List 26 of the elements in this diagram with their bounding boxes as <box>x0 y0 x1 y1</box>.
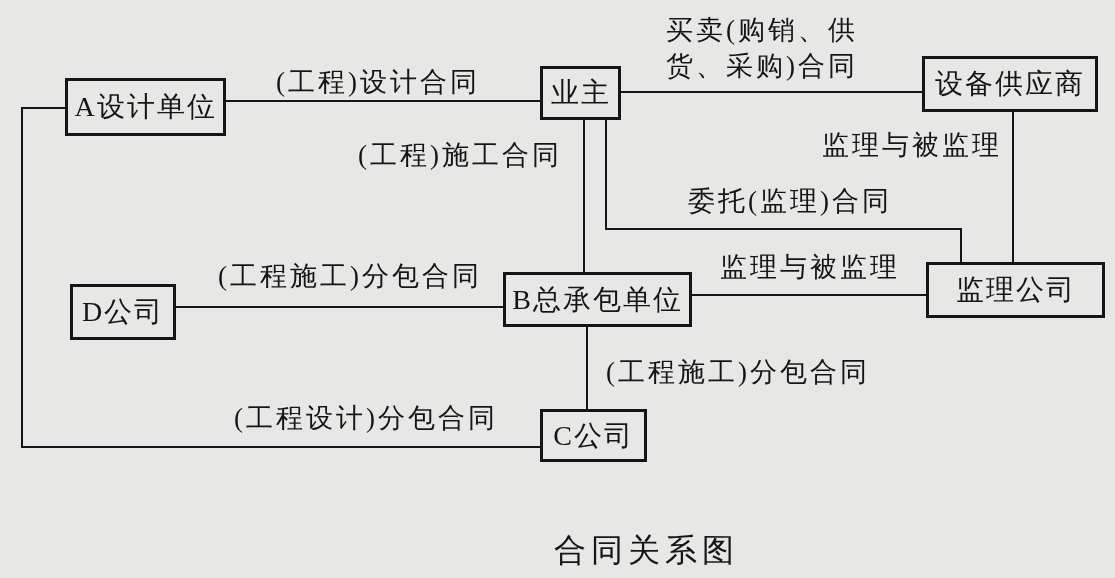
entity-box: 监理公司 <box>926 262 1105 318</box>
edge-label: 监理与被监理 <box>720 251 900 284</box>
edge-label: 监理与被监理 <box>822 129 1002 162</box>
edge-label: (工程设计)分包合同 <box>234 402 498 435</box>
connector-line <box>583 119 585 273</box>
connector-line <box>586 326 588 410</box>
connector-line <box>691 294 927 296</box>
connector-line <box>1012 111 1014 263</box>
edge-label: (工程施工)分包合同 <box>606 356 870 389</box>
connector-line <box>620 91 923 93</box>
edge-label: (工程)设计合同 <box>276 66 480 99</box>
edge-label: 买卖(购销、供货、采购)合同 <box>666 14 859 83</box>
caption: 合同关系图 <box>553 531 739 570</box>
entity-box: 设备供应商 <box>922 56 1098 112</box>
edge-label: (工程施工)分包合同 <box>218 260 482 293</box>
connector-line <box>21 107 541 448</box>
entity-box: 业主 <box>540 66 621 120</box>
edge-label: 委托(监理)合同 <box>688 185 892 218</box>
entity-box: D公司 <box>70 284 176 340</box>
connector-line <box>175 306 504 308</box>
entity-box: B总承包单位 <box>503 272 692 327</box>
entity-box: A设计单位 <box>65 78 226 136</box>
connector-line <box>225 100 541 102</box>
edge-label: (工程)施工合同 <box>358 139 562 172</box>
connector-line <box>605 119 962 263</box>
entity-box: C公司 <box>540 409 647 462</box>
